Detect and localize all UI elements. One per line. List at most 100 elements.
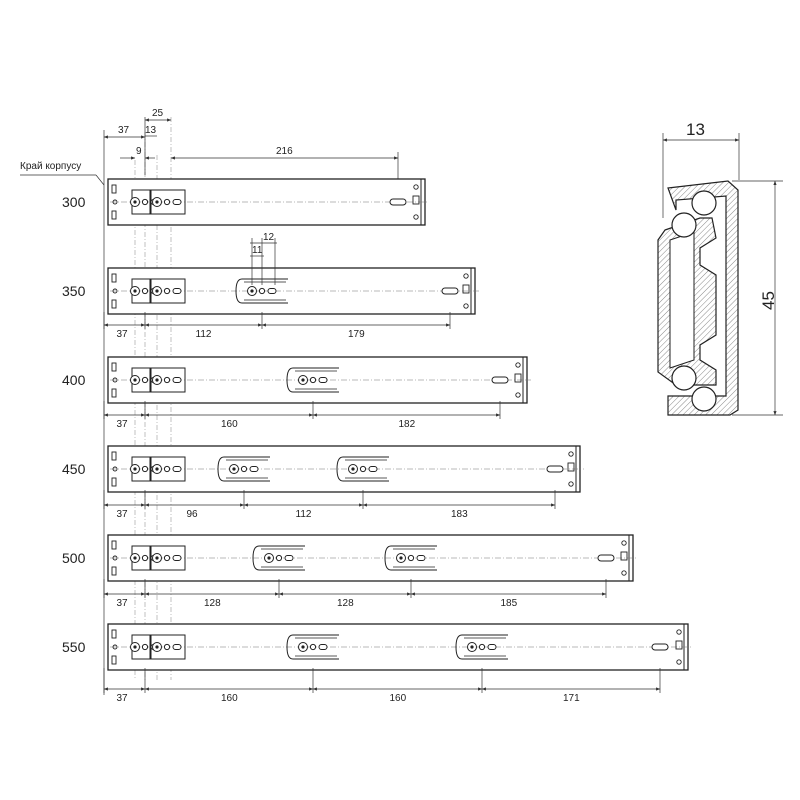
front-holes-b: [152, 286, 182, 296]
rail-length-label: 450: [62, 461, 86, 477]
dim-label-112: 112: [196, 329, 212, 340]
rear-slot: [546, 465, 564, 473]
mid-holes-1-hole: [240, 465, 248, 473]
rail-end-slot-bottom: [111, 388, 117, 398]
mid-holes-2-oval: [487, 644, 497, 650]
front-holes-b-oval: [172, 288, 182, 294]
profile-outer-rail: [667, 180, 739, 416]
rail-length-label: 500: [62, 550, 86, 566]
rear-clip: [462, 284, 470, 294]
mid-holes-1-oval: [318, 377, 328, 383]
mid-holes-2-center: [399, 556, 403, 560]
rail-end-hole: [112, 288, 118, 294]
mid-bracket-2: [336, 456, 389, 482]
mid-holes-1-oval: [267, 288, 277, 294]
front-holes-a-center: [133, 289, 137, 293]
rear-clip: [412, 195, 420, 205]
rear-hole-top: [621, 540, 627, 546]
mid-bracket-2: [384, 545, 437, 571]
rail-end-hole: [112, 466, 118, 472]
mid-bracket-1: [235, 278, 288, 304]
mid-holes-2-oval: [368, 466, 378, 472]
front-holes-a-center: [133, 378, 137, 382]
rear-slot: [441, 287, 459, 295]
rail-end-hole: [112, 555, 118, 561]
mid-holes-1: [229, 464, 259, 474]
front-holes-a-hole: [141, 643, 149, 651]
front-holes-a-center: [133, 200, 137, 204]
dim-label-37: 37: [117, 598, 129, 609]
mid-holes-2: [467, 642, 497, 652]
front-holes-b: [152, 642, 182, 652]
rail-end-slot-bottom: [111, 566, 117, 576]
front-holes-b: [152, 464, 182, 474]
rear-hole-top: [463, 273, 469, 279]
mid-bracket-2-inner: [345, 459, 387, 479]
rail-end-slot-bottom: [111, 299, 117, 309]
front-holes-b-center: [155, 289, 159, 293]
mid-holes-1-hole: [258, 287, 266, 295]
dim-9-top: 9: [136, 146, 142, 157]
mid-holes-2-hole: [478, 643, 486, 651]
mid-bracket-1-inner: [261, 548, 303, 568]
front-holes-b-center: [155, 467, 159, 471]
dim-216-top: 216: [276, 146, 293, 157]
mid-holes-1-center: [267, 556, 271, 560]
rear-slot: [491, 376, 509, 384]
front-holes-b-center: [155, 200, 159, 204]
rear-slot: [651, 643, 669, 651]
cabinet-edge: Край корпусу: [20, 161, 105, 695]
dim-25-top: 25: [152, 108, 164, 119]
mid-bracket-2-inner: [393, 548, 435, 568]
rail-end-hole: [112, 377, 118, 383]
rail-end-slot-top: [111, 184, 117, 194]
mid-holes-2-hole: [359, 465, 367, 473]
rail-end-slot-bottom: [111, 477, 117, 487]
front-holes-a-hole: [141, 198, 149, 206]
front-holes-b: [152, 375, 182, 385]
mid-holes-1-center: [250, 289, 254, 293]
rail-length-label: 350: [62, 283, 86, 299]
front-holes-a-center: [133, 556, 137, 560]
dim-label-12: 12: [263, 232, 275, 243]
front-holes-a-hole: [141, 554, 149, 562]
front-holes-b-oval: [172, 466, 182, 472]
front-holes-a-hole: [141, 465, 149, 473]
mid-holes-2: [396, 553, 426, 563]
dim-label-185: 185: [501, 598, 518, 609]
mid-holes-2-hole: [407, 554, 415, 562]
rear-hole-top: [515, 362, 521, 368]
mid-bracket-1-inner: [226, 459, 268, 479]
rear-hole-bottom: [463, 303, 469, 309]
mid-holes-2-center: [470, 645, 474, 649]
rear-clip: [514, 373, 522, 383]
rear-hole-bottom: [568, 481, 574, 487]
mid-bracket-1: [286, 634, 339, 660]
rail-end-slot-top: [111, 540, 117, 550]
dim-label-160: 160: [221, 693, 238, 704]
dim-label-179: 179: [348, 329, 365, 340]
rear-hole-top: [568, 451, 574, 457]
mid-holes-1-center: [301, 645, 305, 649]
ball-top-right: [691, 190, 717, 216]
rail-end-slot-top: [111, 451, 117, 461]
mid-holes-2: [348, 464, 378, 474]
rail-length-label: 300: [62, 194, 86, 210]
rear-slot: [597, 554, 615, 562]
front-holes-a-center: [133, 467, 137, 471]
mid-bracket-1-inner: [244, 281, 286, 301]
dim-label-37: 37: [117, 419, 129, 430]
rear-hole-bottom: [413, 214, 419, 220]
dim-label-128: 128: [204, 598, 221, 609]
dim-label-182: 182: [399, 419, 416, 430]
mid-bracket-1: [252, 545, 305, 571]
mid-holes-1-hole: [275, 554, 283, 562]
